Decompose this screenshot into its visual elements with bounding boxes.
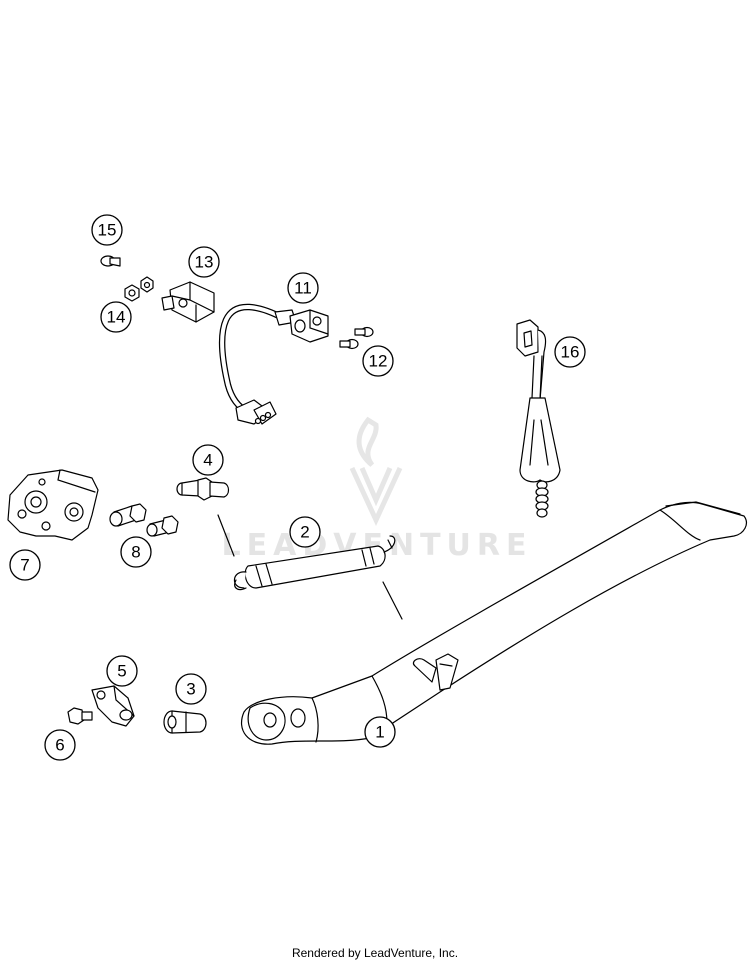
callout-14[interactable]: 14 bbox=[100, 301, 132, 333]
callout-1[interactable]: 1 bbox=[364, 716, 396, 748]
callout-4-label: 4 bbox=[203, 451, 212, 470]
part-1-side-stand[interactable] bbox=[241, 501, 747, 745]
callout-5-label: 5 bbox=[117, 662, 126, 681]
callout-16[interactable]: 16 bbox=[554, 336, 586, 368]
callout-6-label: 6 bbox=[55, 736, 64, 755]
callout-8-label: 8 bbox=[131, 543, 140, 562]
callout-2-label: 2 bbox=[300, 523, 309, 542]
callout-3[interactable]: 3 bbox=[175, 673, 207, 705]
callout-14-label: 14 bbox=[107, 308, 126, 327]
callout-2[interactable]: 2 bbox=[289, 516, 321, 548]
part-15-bolt[interactable] bbox=[100, 255, 121, 267]
callout-4[interactable]: 4 bbox=[192, 444, 224, 476]
callout-16-label: 16 bbox=[561, 343, 580, 362]
part-13-switch[interactable] bbox=[161, 281, 215, 323]
callout-15[interactable]: 15 bbox=[91, 214, 123, 246]
watermark: LEADVENTURE bbox=[222, 416, 526, 563]
callout-11-label: 11 bbox=[294, 279, 312, 298]
part-16-cable[interactable] bbox=[516, 319, 561, 518]
callout-12[interactable]: 12 bbox=[362, 345, 394, 377]
callout-5[interactable]: 5 bbox=[106, 655, 138, 687]
callout-8[interactable]: 8 bbox=[120, 536, 152, 568]
part-8-bolts[interactable] bbox=[109, 503, 179, 537]
part-4-pin[interactable] bbox=[176, 477, 230, 501]
callout-7[interactable]: 7 bbox=[9, 549, 41, 581]
watermark-logo bbox=[349, 416, 403, 526]
callout-6[interactable]: 6 bbox=[44, 729, 76, 761]
callout-15-label: 15 bbox=[98, 221, 117, 240]
part-11-sensor-harness[interactable] bbox=[218, 303, 329, 425]
part-12-screws[interactable] bbox=[339, 326, 374, 350]
part-14-nuts[interactable] bbox=[124, 276, 154, 302]
leader-line-4 bbox=[217, 514, 235, 557]
callout-1-label: 1 bbox=[375, 723, 384, 742]
part-7-bracket[interactable] bbox=[7, 469, 99, 541]
callout-13[interactable]: 13 bbox=[188, 246, 220, 278]
callout-12-label: 12 bbox=[369, 352, 388, 371]
part-5-bracket[interactable] bbox=[91, 685, 135, 727]
part-2-spring[interactable] bbox=[233, 535, 396, 591]
part-3-bushing[interactable] bbox=[163, 710, 207, 734]
callout-13-label: 13 bbox=[195, 253, 214, 272]
callout-3-label: 3 bbox=[186, 680, 195, 699]
leader-line-2 bbox=[382, 581, 403, 620]
callout-7-label: 7 bbox=[20, 556, 29, 575]
part-6-bolt[interactable] bbox=[67, 707, 93, 725]
footer-credit: Rendered by LeadVenture, Inc. bbox=[291, 946, 459, 960]
callout-11[interactable]: 11 bbox=[287, 272, 319, 304]
